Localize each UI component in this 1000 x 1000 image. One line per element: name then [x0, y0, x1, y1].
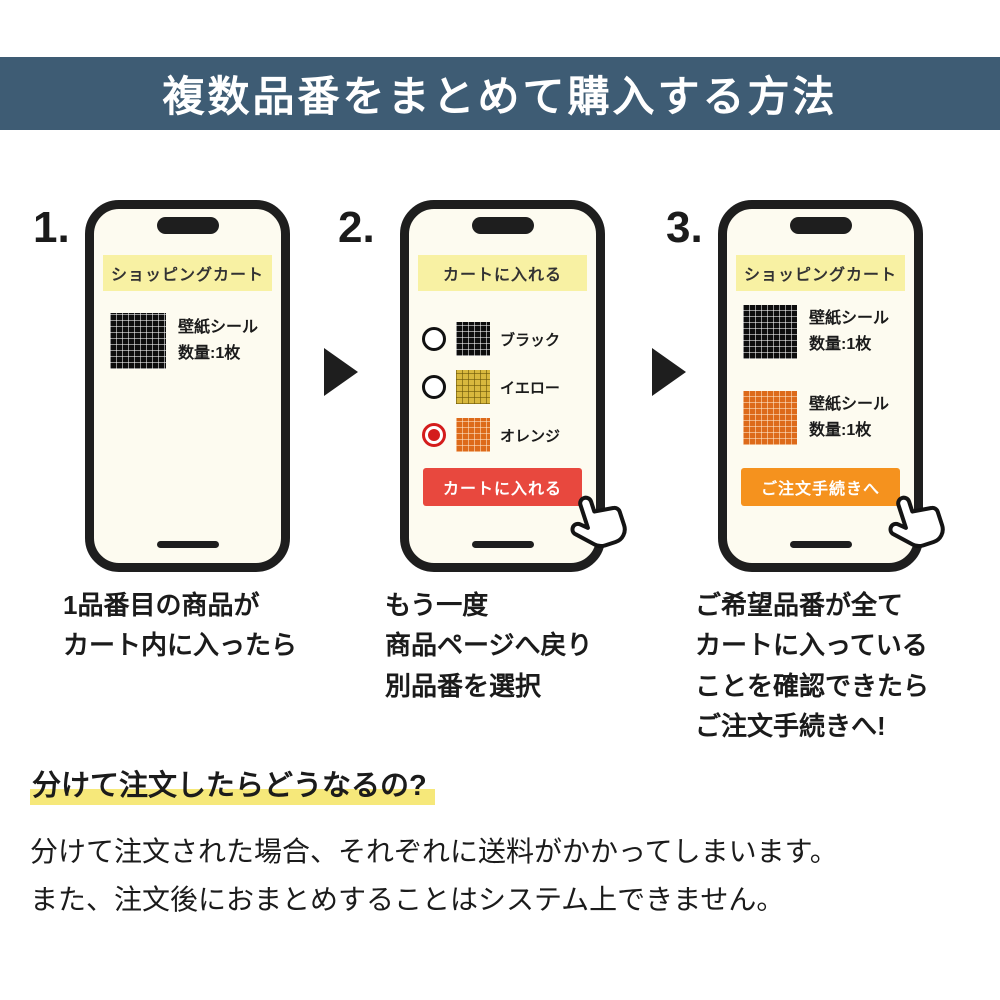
product-name: 壁紙シール — [178, 319, 259, 337]
phone-home-bar-icon — [471, 541, 534, 548]
product-qty: 数量:1枚 — [178, 345, 241, 362]
phone-step-3: ショッピングカート 壁紙シール 数量:1枚 壁紙シール 数量:1枚 ご注文手続き… — [718, 200, 923, 572]
hand-cursor-icon — [559, 482, 639, 566]
color-option-yellow: イエロー — [422, 367, 590, 407]
color-option-orange: オレンジ — [422, 415, 590, 455]
product-qty: 数量:1枚 — [809, 422, 872, 439]
radio-black[interactable] — [422, 327, 446, 351]
black-tile-swatch — [110, 313, 166, 369]
cart-item-row: 壁紙シール 数量:1枚 — [743, 391, 908, 445]
radio-orange-selected[interactable] — [422, 423, 446, 447]
arrow-right-icon — [652, 348, 686, 396]
faq-heading: 分けて注文したらどうなるの? — [30, 762, 435, 805]
checkout-button[interactable]: ご注文手続きへ — [741, 468, 900, 506]
product-name: 壁紙シール — [809, 396, 890, 414]
phone-home-bar-icon — [789, 541, 852, 548]
step-3-number: 3. — [666, 203, 703, 252]
faq-heading-text: 分けて注文したらどうなるの? — [30, 770, 435, 805]
page-title: 複数品番をまとめて購入する方法 — [162, 73, 838, 120]
add-to-cart-header: カートに入れる — [418, 255, 587, 291]
orange-tile-swatch — [743, 391, 797, 445]
color-option-black: ブラック — [422, 319, 590, 359]
phone-step-2: カートに入れる ブラック イエロー オレンジ カートに入れる — [400, 200, 605, 572]
cart-item-row: 壁紙シール 数量:1枚 — [743, 305, 908, 359]
yellow-tile-swatch — [456, 370, 490, 404]
cart-header-3: ショッピングカート — [736, 255, 905, 291]
product-qty: 数量:1枚 — [809, 336, 872, 353]
phone-step-1: ショッピングカート 壁紙シール 数量:1枚 — [85, 200, 290, 572]
hand-cursor-icon — [877, 482, 957, 566]
option-label: イエロー — [500, 379, 560, 397]
step-1-number: 1. — [33, 203, 70, 252]
radio-yellow[interactable] — [422, 375, 446, 399]
product-name: 壁紙シール — [809, 310, 890, 328]
title-banner: 複数品番をまとめて購入する方法 — [0, 57, 1000, 130]
phone-notch-icon — [471, 217, 534, 234]
option-label: ブラック — [500, 331, 561, 349]
black-tile-swatch — [456, 322, 490, 356]
step-3-caption: ご希望品番が全て カートに入っている ことを確認できたら ご注文手続きへ! — [695, 590, 930, 741]
cart-header-1: ショッピングカート — [103, 255, 272, 291]
black-tile-swatch — [743, 305, 797, 359]
step-1-caption: 1品番目の商品が カート内に入ったら — [63, 590, 298, 661]
option-label: オレンジ — [500, 427, 561, 445]
orange-tile-swatch — [456, 418, 490, 452]
step-2-number: 2. — [338, 203, 375, 252]
phone-notch-icon — [156, 217, 219, 234]
faq-body: 分けて注文された場合、それぞれに送料がかかってしまいます。 また、注文後におまと… — [30, 836, 838, 916]
phone-notch-icon — [789, 217, 852, 234]
add-to-cart-button[interactable]: カートに入れる — [423, 468, 582, 506]
cart-item-row: 壁紙シール 数量:1枚 — [110, 313, 275, 369]
arrow-right-icon — [324, 348, 358, 396]
step-2-caption: もう一度 商品ページへ戻り 別品番を選択 — [385, 590, 593, 701]
phone-home-bar-icon — [156, 541, 219, 548]
